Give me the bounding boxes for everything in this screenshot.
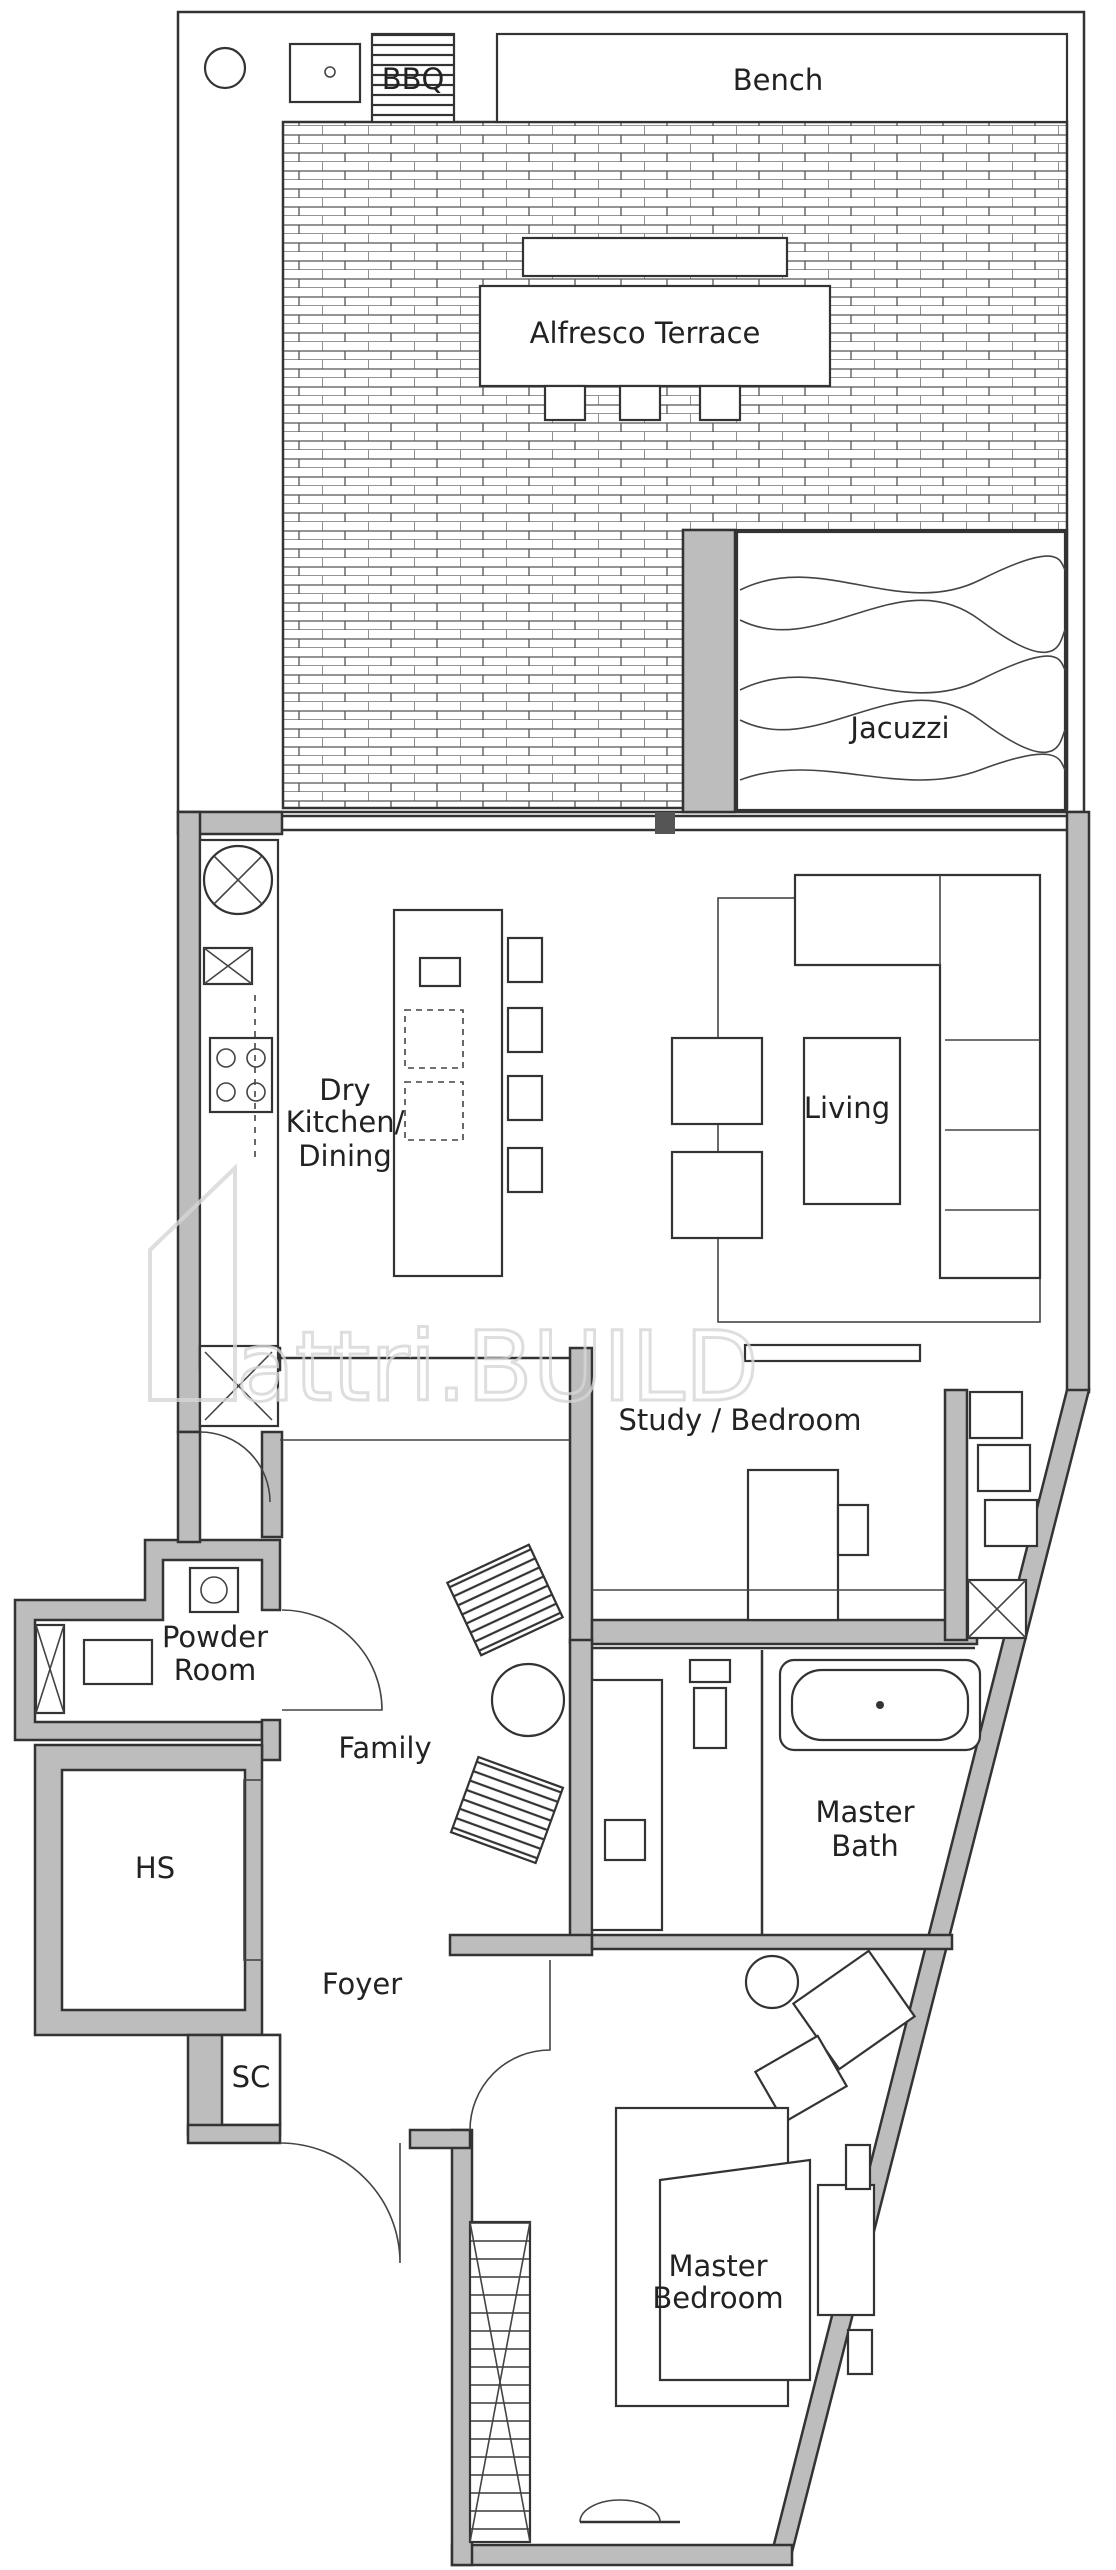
lounge-chair <box>449 1755 565 1865</box>
study-desk <box>746 1468 840 1622</box>
terrace-area <box>176 10 1086 814</box>
label-study: Study / Bedroom <box>618 1403 861 1437</box>
jacuzzi-pool <box>735 530 1067 812</box>
bbq-grill <box>370 32 456 124</box>
bed <box>658 2158 812 2382</box>
side-table <box>490 1662 566 1738</box>
watermark: attri.BUILD <box>148 1163 760 1425</box>
label-powder-2: Room <box>174 1653 257 1687</box>
outdoor-lamp <box>203 46 247 90</box>
label-hs: HS <box>135 1851 175 1885</box>
armchair <box>670 1150 764 1240</box>
label-dry-kitchen-3: Dining <box>298 1139 392 1173</box>
label-alfresco: Alfresco Terrace <box>530 316 761 350</box>
label-master-bed-2: Bedroom <box>652 2281 783 2315</box>
label-bbq: BBQ <box>382 62 445 96</box>
bench <box>495 32 1069 124</box>
label-foyer: Foyer <box>322 1967 402 2001</box>
armchair <box>670 1036 764 1126</box>
lounge-chair <box>445 1543 565 1657</box>
label-master-bed-1: Master <box>668 2249 767 2283</box>
label-powder-1: Powder <box>162 1620 268 1654</box>
label-family: Family <box>338 1731 431 1765</box>
cooktop <box>208 1036 274 1114</box>
powder-fixtures <box>34 1566 263 1961</box>
label-jacuzzi: Jacuzzi <box>848 711 949 745</box>
room-labels: BBQ Bench Alfresco Terrace Jacuzzi Dry K… <box>135 62 950 2315</box>
label-living: Living <box>804 1091 890 1125</box>
coffee-table <box>802 1036 902 1206</box>
label-master-bath-2: Bath <box>831 1829 898 1863</box>
family-furniture <box>199 1431 566 2264</box>
sofa <box>793 873 1042 1280</box>
label-master-bath-1: Master <box>815 1795 914 1829</box>
kitchen-fixtures <box>198 838 544 1428</box>
sliding-doors <box>176 810 1067 836</box>
terrace-table <box>478 284 832 388</box>
label-sc: SC <box>232 2060 271 2094</box>
label-dry-kitchen-2: Kitchen/ <box>286 1105 405 1139</box>
living-furniture <box>670 873 1042 1363</box>
label-dry-kitchen-1: Dry <box>319 1073 370 1107</box>
label-bench: Bench <box>733 63 823 97</box>
watermark-text: attri.BUILD <box>236 1311 759 1423</box>
study-furniture <box>280 1356 1039 1640</box>
master-bedroom-furniture <box>468 1949 917 2544</box>
master-bath-fixtures <box>590 1646 982 1935</box>
